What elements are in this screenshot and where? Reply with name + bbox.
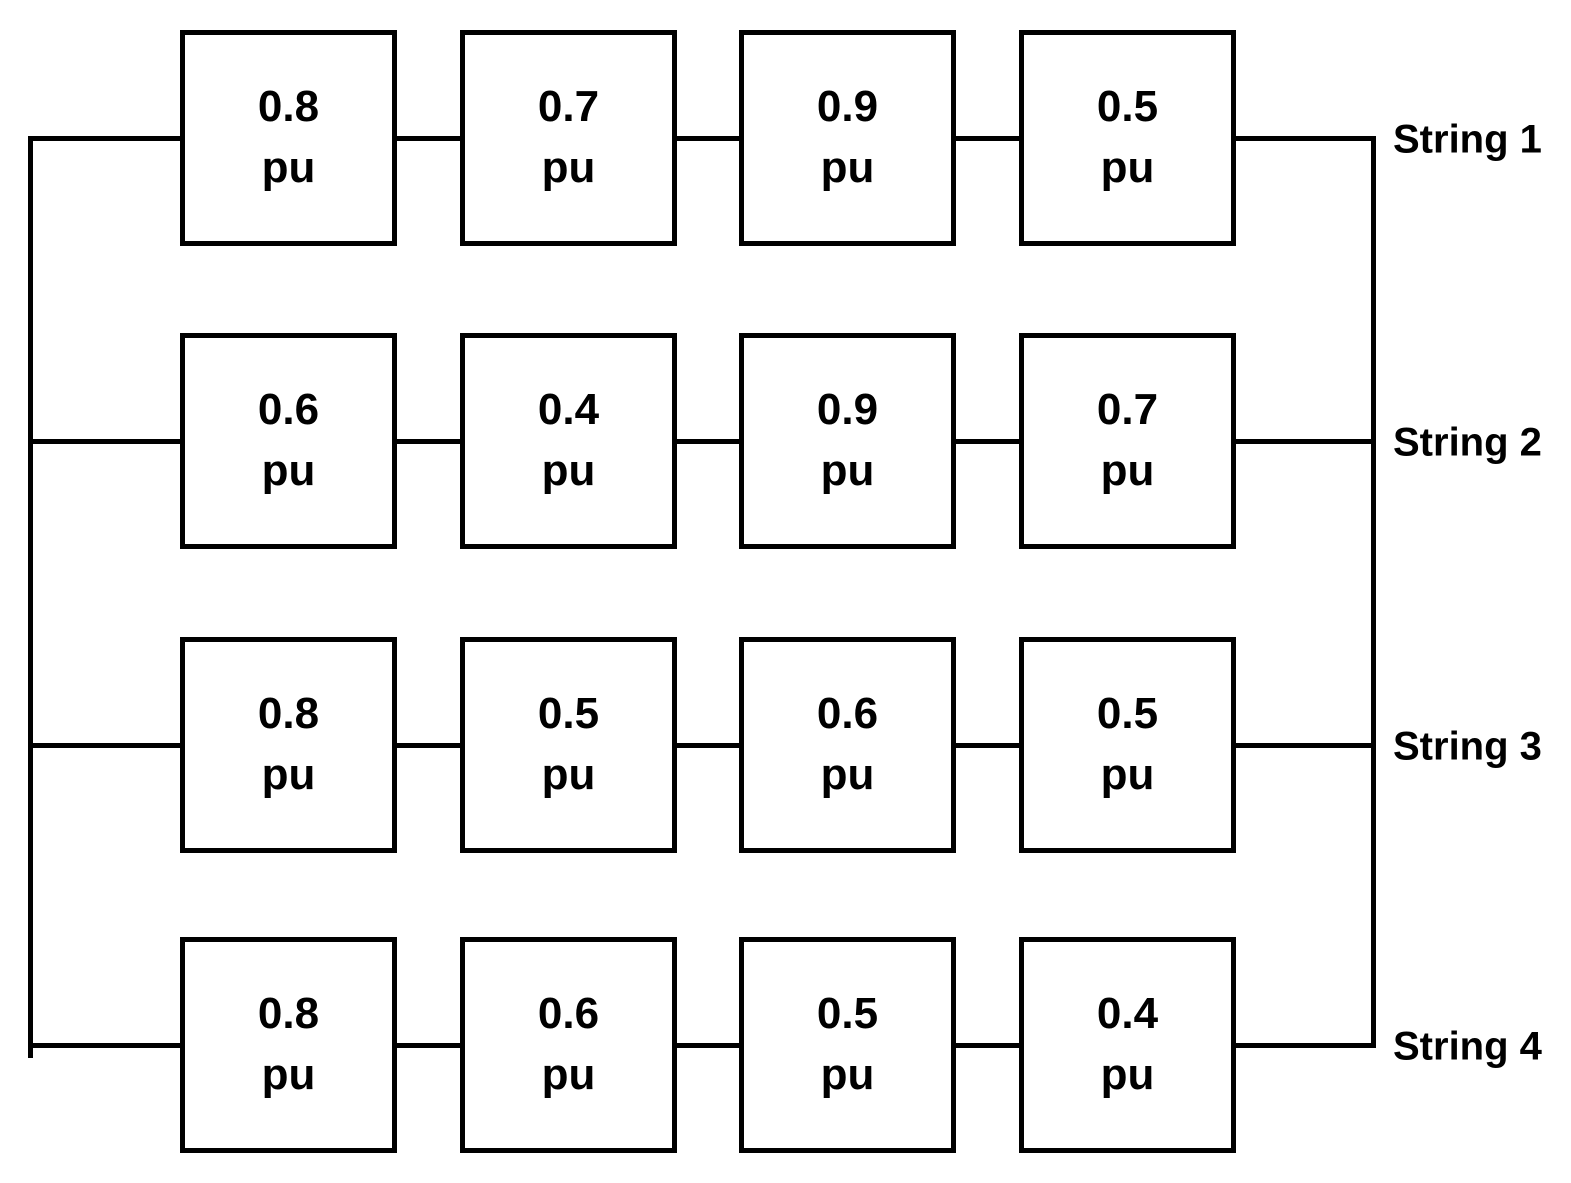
module-string3-2: 0.5 pu [460, 637, 677, 853]
module-string4-3: 0.5 pu [739, 937, 956, 1153]
module-unit: pu [1100, 750, 1155, 799]
module-unit: pu [820, 1050, 875, 1099]
module-value: 0.6 [537, 989, 600, 1039]
module-unit: pu [820, 143, 875, 192]
module-value: 0.4 [537, 385, 600, 435]
module-value: 0.5 [1096, 689, 1159, 739]
module-string1-2: 0.7 pu [460, 30, 677, 246]
module-unit: pu [541, 750, 596, 799]
module-value: 0.6 [257, 385, 320, 435]
module-unit: pu [820, 750, 875, 799]
string-1-label: String 1 [1393, 117, 1542, 162]
module-unit: pu [1100, 446, 1155, 495]
module-unit: pu [261, 750, 316, 799]
string-1-wire [28, 136, 1376, 141]
module-value: 0.8 [257, 82, 320, 132]
module-string1-1: 0.8 pu [180, 30, 397, 246]
module-string2-2: 0.4 pu [460, 333, 677, 549]
module-string4-1: 0.8 pu [180, 937, 397, 1153]
module-value: 0.6 [816, 689, 879, 739]
module-unit: pu [1100, 143, 1155, 192]
module-string3-1: 0.8 pu [180, 637, 397, 853]
module-value: 0.5 [1096, 82, 1159, 132]
module-string4-4: 0.4 pu [1019, 937, 1236, 1153]
module-string2-3: 0.9 pu [739, 333, 956, 549]
string-4-label: String 4 [1393, 1024, 1542, 1069]
module-string3-3: 0.6 pu [739, 637, 956, 853]
module-string4-2: 0.6 pu [460, 937, 677, 1153]
module-string1-3: 0.9 pu [739, 30, 956, 246]
module-unit: pu [541, 1050, 596, 1099]
module-value: 0.9 [816, 82, 879, 132]
module-value: 0.8 [257, 689, 320, 739]
module-value: 0.5 [816, 989, 879, 1039]
right-bus-wire [1371, 136, 1376, 1048]
module-value: 0.7 [1096, 385, 1159, 435]
module-string1-4: 0.5 pu [1019, 30, 1236, 246]
module-string2-4: 0.7 pu [1019, 333, 1236, 549]
string-2-label: String 2 [1393, 420, 1542, 465]
module-unit: pu [261, 143, 316, 192]
module-unit: pu [541, 143, 596, 192]
module-unit: pu [1100, 1050, 1155, 1099]
module-unit: pu [261, 446, 316, 495]
module-value: 0.9 [816, 385, 879, 435]
module-value: 0.5 [537, 689, 600, 739]
string-2-wire [28, 439, 1376, 444]
string-4-wire [28, 1043, 1376, 1048]
module-unit: pu [261, 1050, 316, 1099]
string-3-label: String 3 [1393, 724, 1542, 769]
module-value: 0.8 [257, 989, 320, 1039]
string-3-wire [28, 743, 1376, 748]
module-unit: pu [820, 446, 875, 495]
module-string3-4: 0.5 pu [1019, 637, 1236, 853]
module-value: 0.4 [1096, 989, 1159, 1039]
module-string2-1: 0.6 pu [180, 333, 397, 549]
module-value: 0.7 [537, 82, 600, 132]
module-unit: pu [541, 446, 596, 495]
left-bus-wire [28, 136, 33, 1058]
